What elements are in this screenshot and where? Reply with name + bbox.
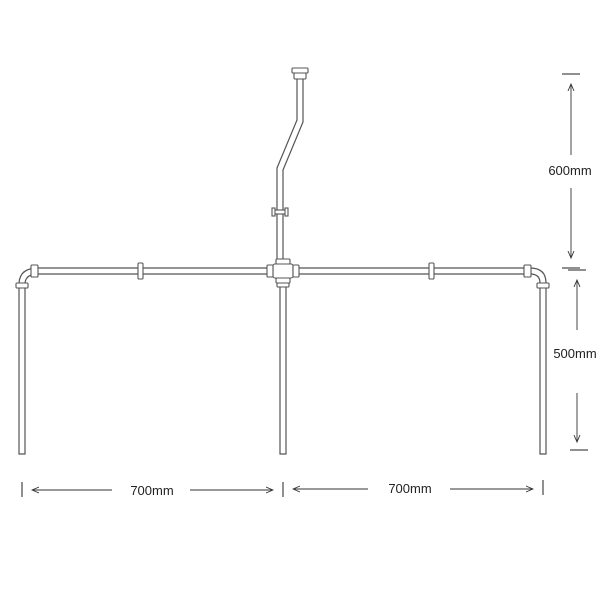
- horizontal-arm: [37, 267, 531, 275]
- dimension-left-span: 700mm: [21, 482, 284, 498]
- arm-clamp-left: [137, 262, 144, 280]
- center-leg: [279, 286, 287, 455]
- left-span-label: 700mm: [130, 483, 173, 498]
- left-leg: [18, 287, 26, 455]
- left-elbow: [15, 264, 39, 289]
- arm-clamp-right: [428, 262, 435, 280]
- drop-pipe: [276, 78, 304, 273]
- ceiling-canopy: [291, 67, 309, 80]
- dimension-leg-height: 500mm: [553, 269, 597, 451]
- right-elbow: [523, 264, 550, 289]
- right-span-label: 700mm: [388, 481, 431, 496]
- drop-clamp: [271, 207, 289, 217]
- right-leg: [539, 287, 547, 455]
- dimension-drop-height: 600mm: [548, 73, 592, 269]
- leg-height-label: 500mm: [553, 346, 596, 361]
- dimension-right-span: 700mm: [293, 480, 544, 496]
- drop-height-label: 600mm: [548, 163, 591, 178]
- center-cross-fitting: [266, 258, 300, 288]
